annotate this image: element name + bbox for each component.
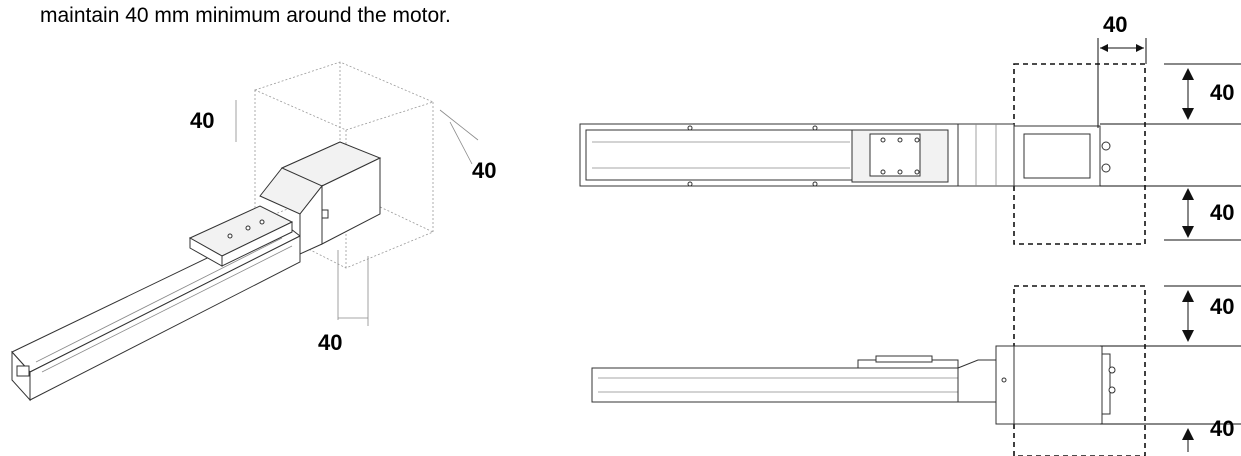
arrow-right-icon xyxy=(1136,44,1144,52)
arrow-down-icon xyxy=(1182,226,1194,238)
arrow-up-icon xyxy=(1182,428,1194,440)
arrow-up-icon xyxy=(1182,290,1194,302)
top-dim-lower: 40 xyxy=(1210,200,1234,225)
arrow-up-icon xyxy=(1182,188,1194,200)
connector-icon xyxy=(16,365,30,377)
iso-dim-top: 40 xyxy=(190,108,214,133)
connector-icon xyxy=(1101,141,1111,151)
iso-carriage xyxy=(188,205,294,267)
instruction-text: maintain 40 mm minimum around the motor. xyxy=(40,4,451,27)
top-motor xyxy=(1013,125,1111,187)
top-dim-upper: 40 xyxy=(1210,80,1234,105)
connector-icon xyxy=(1101,163,1111,173)
side-motor xyxy=(1013,345,1116,425)
iso-dim-right: 40 xyxy=(472,158,496,183)
side-actuator-body xyxy=(591,345,1015,425)
side-view: 40 40 xyxy=(591,285,1241,456)
iso-motor xyxy=(259,141,382,255)
arrow-down-icon xyxy=(1182,108,1194,120)
connector-icon xyxy=(1108,386,1116,394)
side-dim-lower: 40 xyxy=(1210,416,1234,441)
side-dim-upper: 40 xyxy=(1210,294,1234,319)
arrow-down-icon xyxy=(1182,330,1194,342)
isometric-view: 40 40 40 xyxy=(11,61,496,402)
arrow-up-icon xyxy=(1182,68,1194,80)
connector-icon xyxy=(1108,366,1116,374)
top-view: 40 40 40 xyxy=(579,12,1241,245)
top-actuator-body xyxy=(579,123,1015,187)
iso-dim-bottom: 40 xyxy=(318,330,342,355)
top-dim-width: 40 xyxy=(1103,12,1127,37)
arrow-left-icon xyxy=(1100,44,1108,52)
